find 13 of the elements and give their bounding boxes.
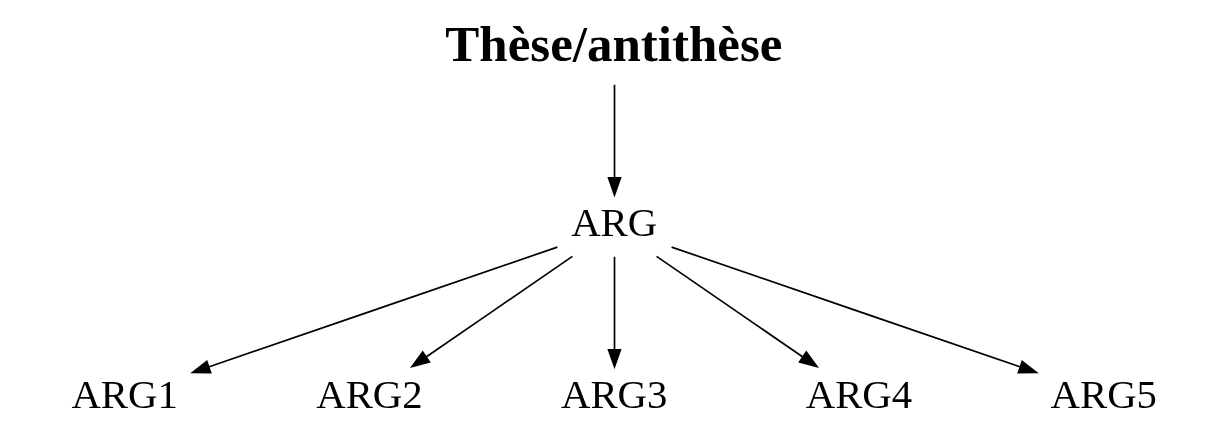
arrow	[190, 246, 559, 374]
arrow	[607, 83, 622, 198]
arrow	[409, 255, 574, 369]
node-text: ARG4	[805, 371, 913, 417]
arrow	[655, 255, 820, 369]
node-text: ARG1	[71, 371, 178, 417]
node-text: ARG2	[316, 371, 423, 417]
arrow	[670, 246, 1039, 374]
node-text: Thèse/antithèse	[445, 15, 783, 72]
node-text: ARG	[571, 200, 658, 246]
node-text: ARG3	[560, 371, 668, 417]
arrow	[607, 255, 622, 370]
node-text: ARG5	[1050, 371, 1158, 417]
